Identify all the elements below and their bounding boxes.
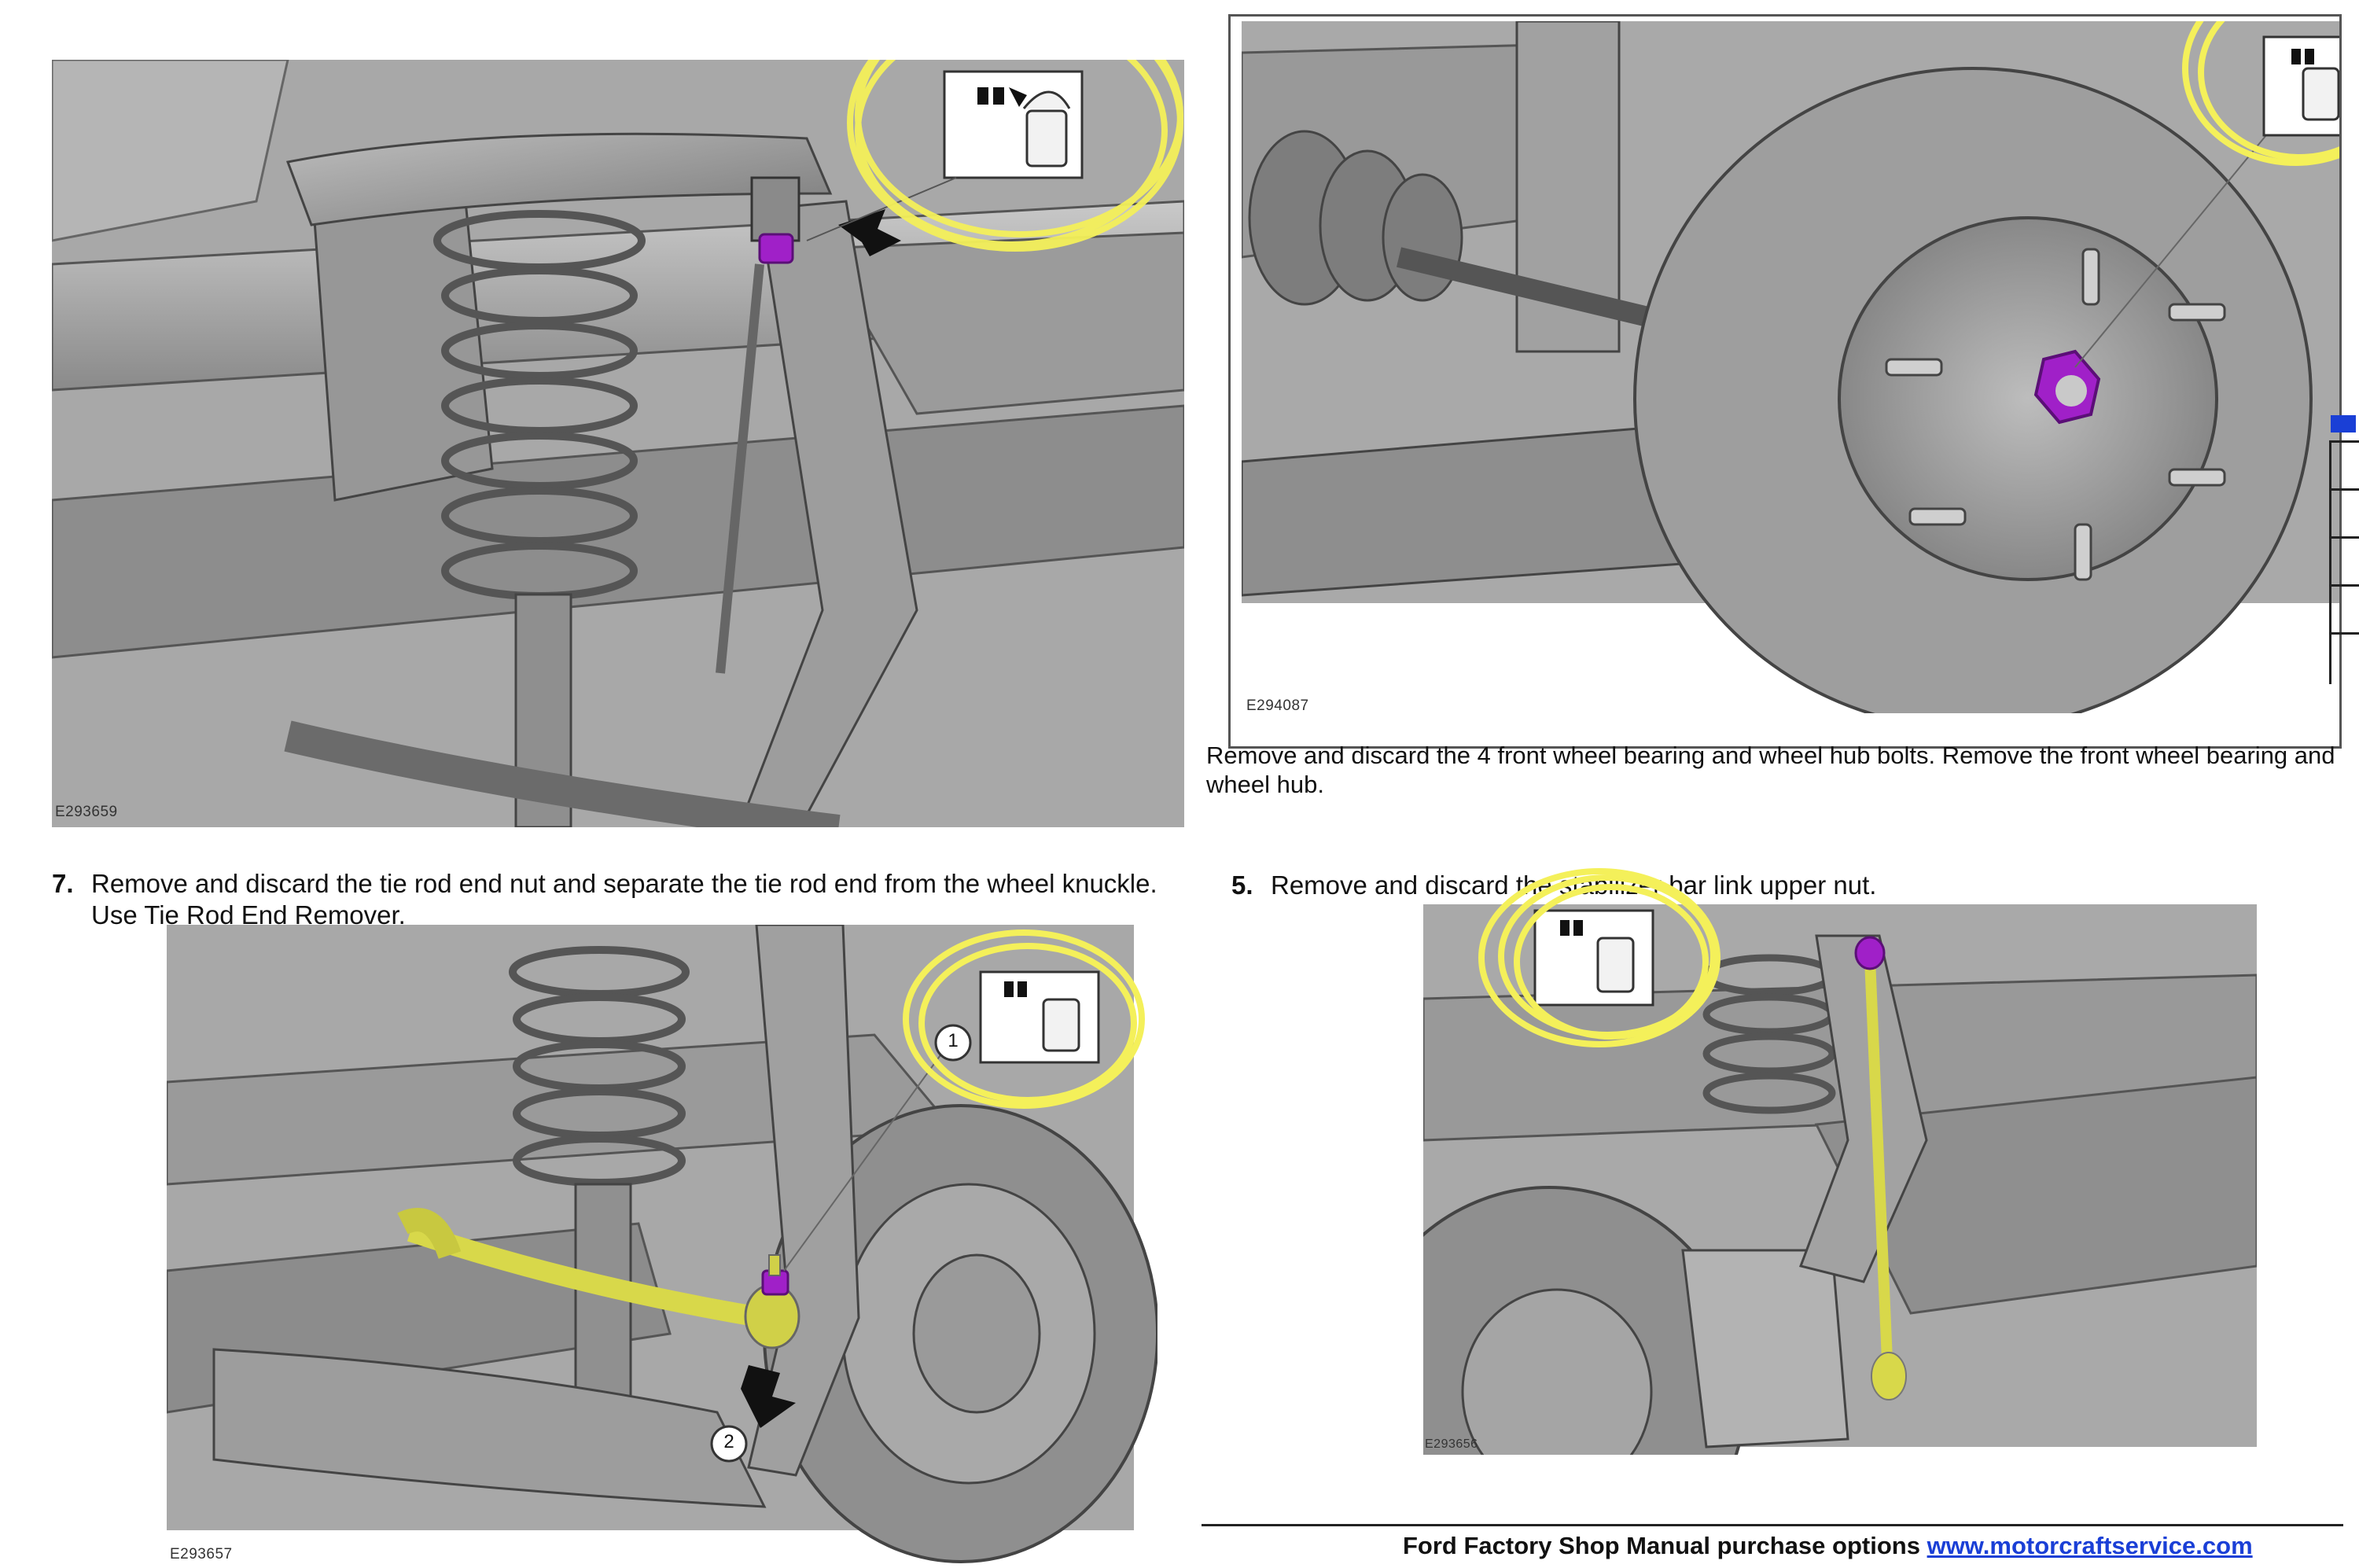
trash-can-icon (1533, 909, 1654, 1007)
table-fragment (2329, 440, 2359, 684)
figure-id: E293657 (170, 1546, 233, 1562)
ball-joint-nut (758, 233, 794, 264)
tie-rod-illustration (167, 925, 1157, 1563)
callout-1 (934, 1024, 972, 1062)
highlight-circle (1478, 868, 1720, 1047)
figure-upper-ball-joint: E293659 (52, 60, 1184, 827)
trash-can-icon (979, 970, 1100, 1064)
figure-id: E294087 (1246, 698, 1309, 714)
link-nut (1854, 936, 1886, 970)
step-text-2: Use Tie Rod End Remover. (91, 900, 406, 929)
figure-id: E293656 (1425, 1437, 1478, 1451)
hub-illustration (1242, 21, 2339, 713)
figure-tie-rod: 1 2 E293657 (167, 925, 1157, 1568)
step-5: 5.Remove and discard the stabilizer bar … (1231, 870, 2254, 901)
figure-wheel-hub: E294087 (1228, 14, 2342, 749)
step-number: 5. (1231, 870, 1253, 900)
highlight-circle (847, 60, 1183, 252)
step-text: Remove and discard the tie rod end nut a… (91, 869, 1157, 898)
footer-text: Ford Factory Shop Manual purchase option… (1403, 1532, 1920, 1559)
callout-1-label: 1 (948, 1030, 959, 1051)
figure-stabilizer-link: E293656 (1423, 904, 2257, 1455)
highlight-circle (2182, 21, 2339, 166)
suspension-illustration (52, 60, 1184, 827)
stabilizer-link (1864, 959, 1893, 1361)
footer-link[interactable]: www.motorcraftservice.com (1927, 1532, 2253, 1559)
callout-2 (710, 1425, 748, 1463)
caption-line: Remove and discard the 4 front wheel bea… (1206, 742, 2335, 769)
stabilizer-illustration (1423, 904, 2257, 1455)
hub-bolts-caption: Remove and discard the 4 front wheel bea… (1206, 741, 2354, 799)
footer: Ford Factory Shop Manual purchase option… (1403, 1532, 2253, 1560)
footer-divider (1202, 1524, 2343, 1526)
step-number: 7. (52, 869, 74, 898)
step-7: 7. Remove and discard the tie rod end nut… (52, 868, 1208, 931)
trash-can-icon (2262, 35, 2339, 137)
trash-can-icon (943, 70, 1084, 179)
blue-marker (2331, 415, 2356, 432)
highlight-circle (903, 929, 1145, 1109)
callout-2-label: 2 (723, 1431, 734, 1452)
stabilizer-discard-overlay (1478, 868, 1720, 1047)
figure-id: E293659 (55, 804, 118, 820)
caption-line: wheel hub. (1206, 771, 1324, 798)
